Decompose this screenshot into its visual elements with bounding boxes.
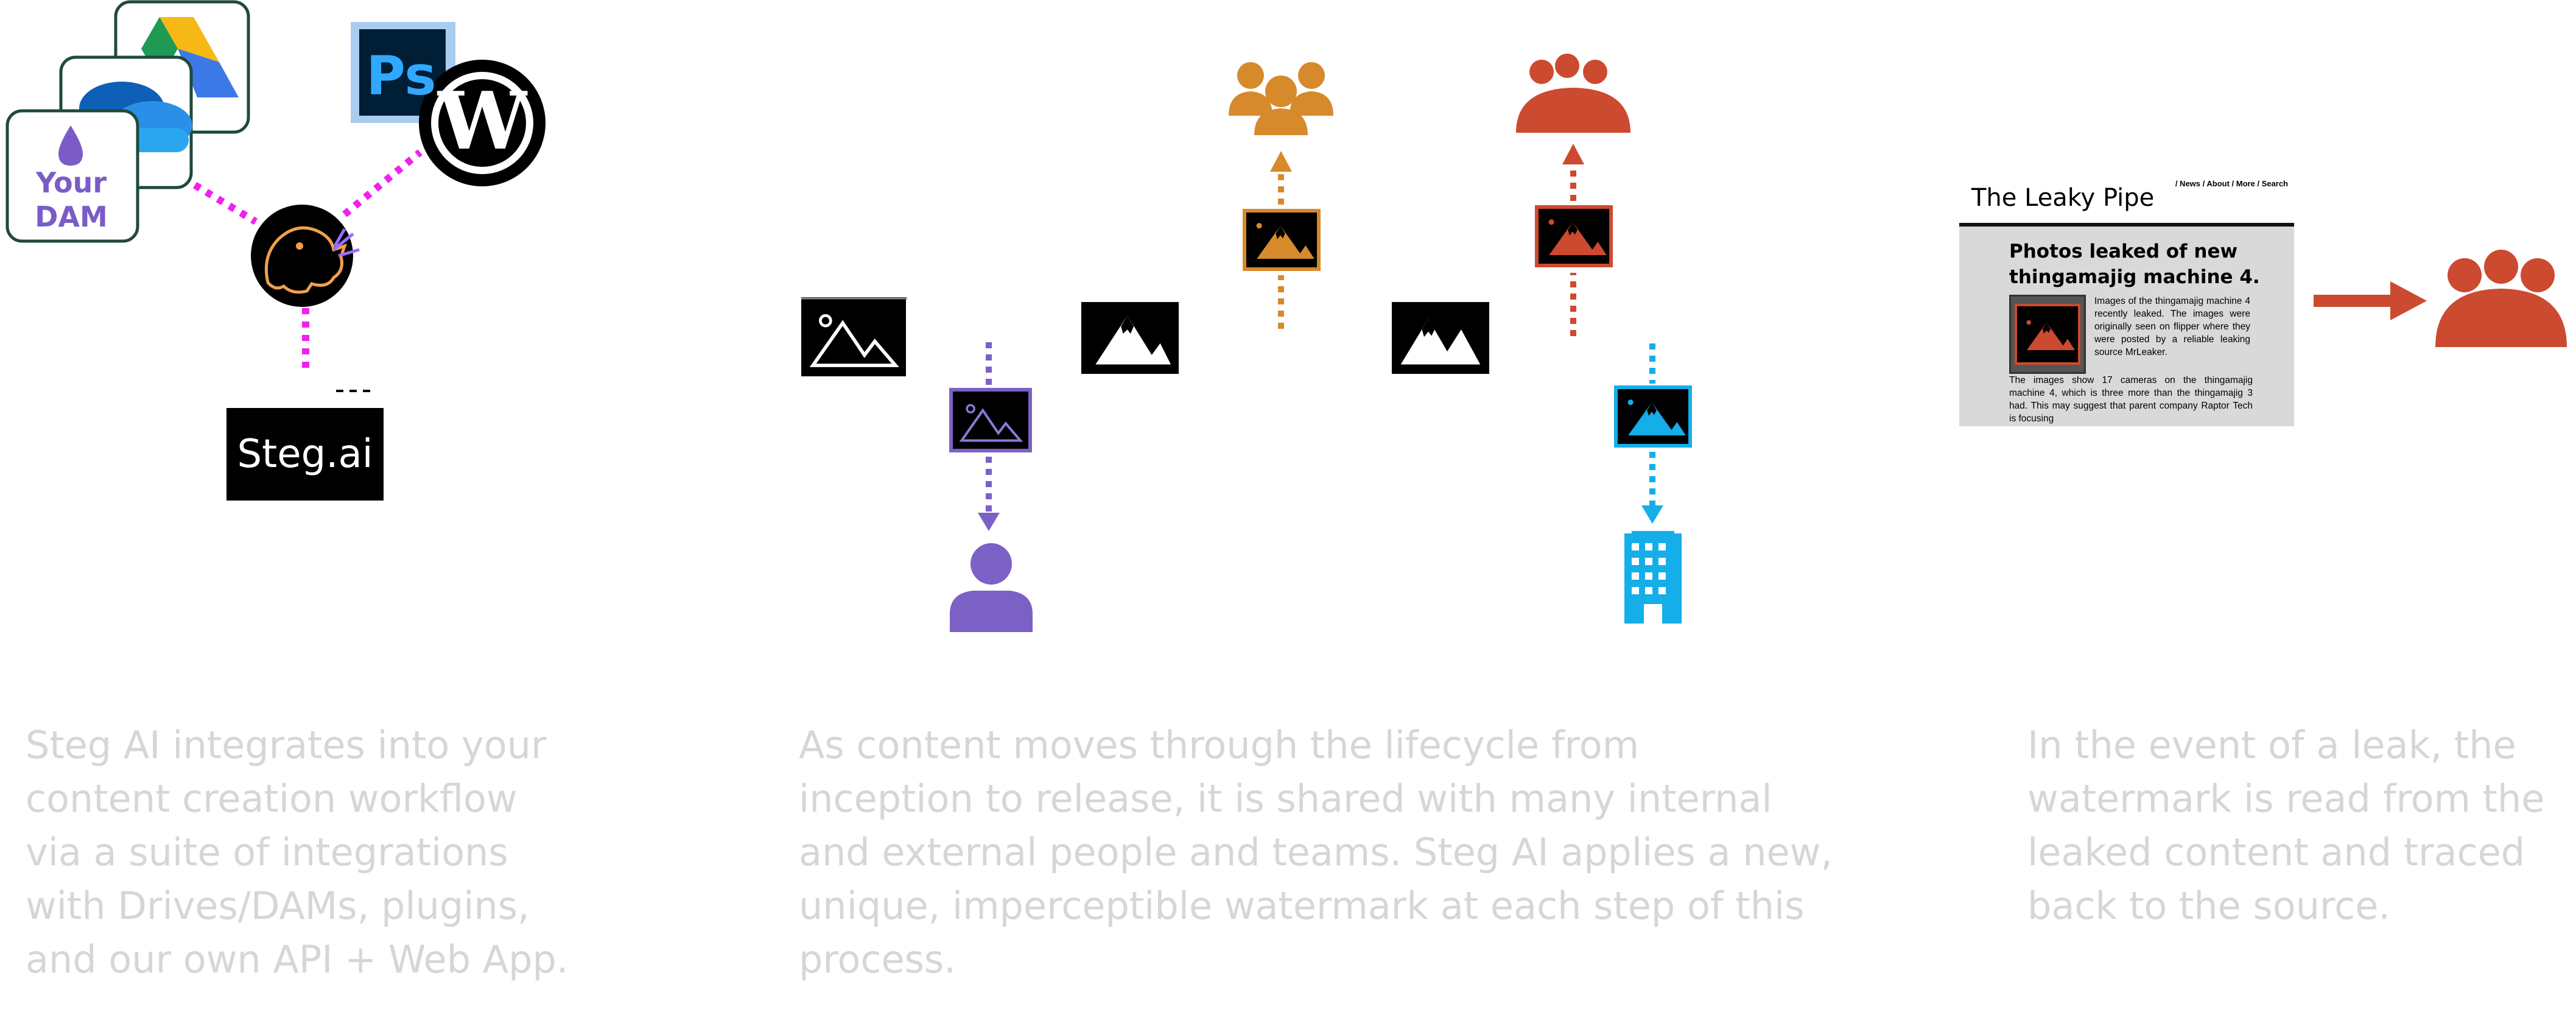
caption-line: via a suite of integrations [26, 830, 508, 874]
steg-mascot-icon [251, 205, 360, 307]
building-icon [1624, 531, 1682, 624]
steg-ai-box: Steg.ai [226, 408, 384, 501]
dam-label-line2: DAM [35, 200, 108, 233]
red-branch [1516, 54, 1630, 336]
caption-line: with Drives/DAMs, plugins, [26, 884, 530, 928]
caption-lifecycle: As content moves through the lifecycle f… [799, 719, 1833, 986]
leaked-article: The Leaky Pipe / News / About / More / S… [1959, 175, 2294, 426]
article-body-wrap: Images of the thingamajig machine 4 rece… [2094, 296, 2250, 357]
caption-line: back to the source. [2027, 884, 2391, 928]
caption-line: As content moves through the lifecycle f… [799, 723, 1640, 767]
caption-line: and external people and teams. Steg AI a… [799, 830, 1833, 874]
article-header: The Leaky Pipe / News / About / More / S… [1959, 175, 2294, 227]
image-tile-1 [801, 297, 907, 376]
photoshop-label: Ps [366, 44, 437, 107]
caption-line: and our own API + Web App. [26, 937, 569, 982]
article-headline: Photos leaked of new thingamajig machine… [2009, 241, 2260, 288]
svg-text:W: W [437, 74, 528, 167]
caption-line: Steg AI integrates into your [26, 723, 547, 767]
your-dam-label: Your DAM [9, 166, 134, 234]
caption-line: inception to release, it is shared with … [799, 776, 1772, 821]
article-body-full: The images show 17 cameras on the thinga… [2009, 375, 2253, 424]
article-thumbnail [2009, 295, 2086, 374]
trace-arrow-head [2390, 281, 2427, 320]
image-tile-3 [1392, 302, 1489, 374]
caption-leak: In the event of a leak, the watermark is… [2027, 719, 2544, 933]
dam-link-line [192, 181, 258, 225]
source-group-icon [2435, 250, 2567, 347]
caption-line: content creation workflow [26, 776, 518, 821]
caption-line: process. [799, 937, 956, 982]
group-icon [1516, 54, 1630, 133]
image-tile-2 [1081, 302, 1179, 374]
purple-branch [949, 342, 1033, 632]
person-icon [950, 543, 1033, 632]
your-dam-icon [5, 109, 139, 243]
caption-line: leaked content and traced [2027, 830, 2525, 874]
plugin-link-line [342, 149, 423, 217]
caption-line: watermark is read from the [2027, 776, 2545, 821]
lifecycle-flow [801, 54, 1692, 632]
integrations-cluster: W [5, 0, 546, 392]
wordpress-icon: W [419, 60, 546, 186]
team-icon [1229, 62, 1333, 135]
steg-ai-label: Steg.ai [237, 432, 373, 477]
trace-arrow-shaft [2314, 295, 2392, 307]
blue-branch [1614, 343, 1692, 624]
caption-line: In the event of a leak, the [2027, 723, 2516, 767]
dam-label-line1: Your [35, 166, 107, 199]
article-nav: / News / About / More / Search [2175, 179, 2288, 188]
leak-trace [2314, 250, 2567, 347]
caption-integrations: Steg AI integrates into your content cre… [26, 719, 569, 986]
article-site-title: The Leaky Pipe [1971, 184, 2155, 212]
caption-line: unique, imperceptible watermark at each … [799, 884, 1805, 928]
orange-branch [1229, 62, 1333, 329]
